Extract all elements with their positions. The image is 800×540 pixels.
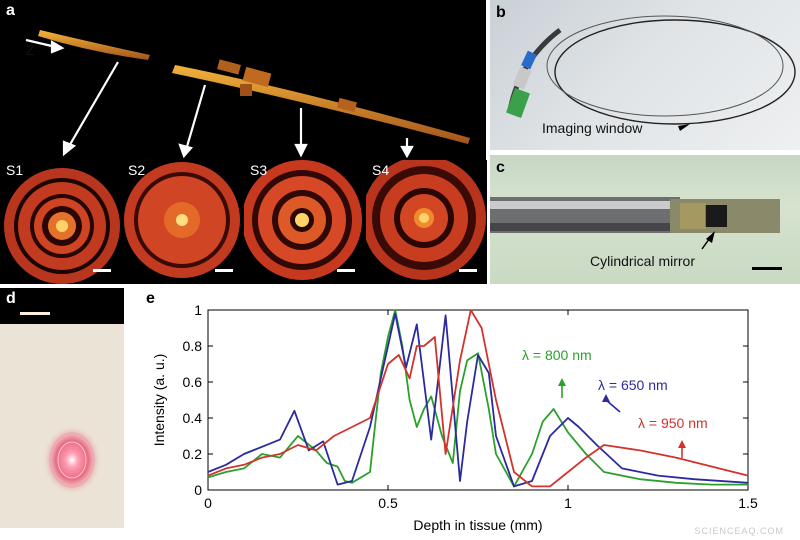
subpanel-s3: S3 <box>244 160 365 284</box>
x-tick-label: 0 <box>204 495 212 511</box>
panel-label: a <box>6 2 15 19</box>
series-line-3 <box>207 309 749 488</box>
annotation-arrowhead <box>678 440 686 448</box>
panel-a: a Z <box>0 0 486 160</box>
scale-bar <box>752 267 782 270</box>
cylindrical-mirror-label: Cylindrical mirror <box>590 253 696 269</box>
x-tick-label: 1.5 <box>738 495 758 511</box>
subpanel-s2: S2 <box>122 160 243 284</box>
scale-bar <box>459 269 477 272</box>
y-axis-label: Intensity (a. u.) <box>151 354 167 447</box>
subpanel-s1: S1 <box>0 160 121 284</box>
arrows <box>25 38 414 159</box>
y-tick-label: 0 <box>194 482 202 498</box>
scale-bar <box>215 269 233 272</box>
y-tick-label: 0.4 <box>183 410 203 426</box>
rod-segment <box>38 30 150 60</box>
x-tick-label: 1 <box>564 495 572 511</box>
annotation-arrowhead <box>602 394 610 402</box>
panel-c: c Cylindrical mirror <box>490 155 800 284</box>
probe-tip-image <box>490 197 782 270</box>
ring-image-row: S1 S2 S3 <box>0 160 487 284</box>
panel-label: b <box>496 4 506 21</box>
watermark: SCIENCEAQ.COM <box>694 526 784 536</box>
subpanel-label: S3 <box>250 162 268 178</box>
imaging-window-label: Imaging window <box>542 120 643 136</box>
series-annotation: λ = 950 nm <box>638 415 708 431</box>
series-annotation: λ = 800 nm <box>522 347 592 363</box>
fiber-probe-image <box>506 15 796 131</box>
panel-d: d <box>0 288 124 528</box>
x-tick-label: 0.5 <box>378 495 398 511</box>
panel-label: c <box>496 159 505 176</box>
annotation-arrowhead <box>558 378 566 386</box>
y-tick-label: 0.8 <box>183 338 203 354</box>
y-tick-label: 0.2 <box>183 446 203 462</box>
subpanel-label: S2 <box>128 162 146 178</box>
series-annotation: λ = 650 nm <box>598 377 668 393</box>
panel-label: d <box>6 290 16 307</box>
scale-bar <box>337 269 355 272</box>
rod-segment <box>172 65 470 144</box>
series-line-1 <box>207 309 748 488</box>
x-axis-label: Depth in tissue (mm) <box>413 517 542 533</box>
z-axis-label: Z <box>26 42 35 58</box>
panel-label: e <box>146 290 155 307</box>
plot-frame <box>207 309 749 491</box>
series-line-2 <box>207 312 749 488</box>
subpanel-s4: S4 <box>366 160 487 284</box>
scale-bar <box>93 269 111 272</box>
y-tick-label: 0.6 <box>183 374 203 390</box>
panel-a-image <box>25 30 470 159</box>
subpanel-label: S4 <box>372 162 390 178</box>
y-tick-label: 1 <box>194 302 202 318</box>
laser-spot-image <box>0 288 124 528</box>
panel-b: b Imaging window <box>490 0 800 150</box>
subpanel-label: S1 <box>6 162 24 178</box>
